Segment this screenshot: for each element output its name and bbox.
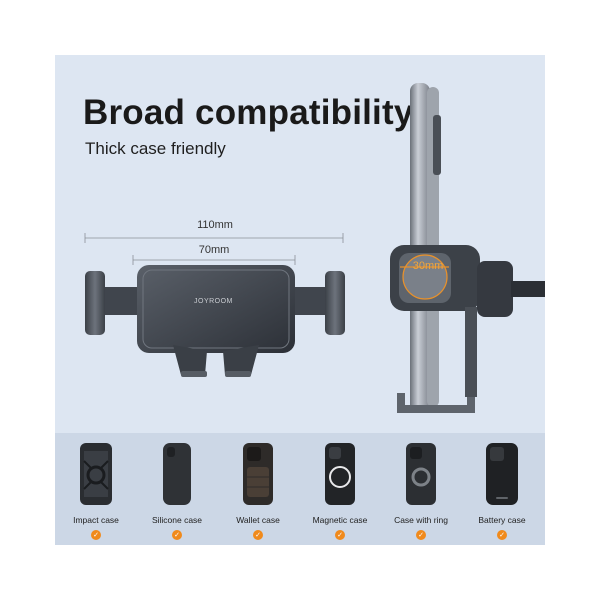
ring-case-icon bbox=[406, 443, 436, 505]
wallet-case-icon bbox=[243, 443, 273, 505]
check-icon: ✓ bbox=[91, 530, 101, 540]
page-title: Broad compatibility bbox=[83, 93, 414, 132]
case-label: Impact case bbox=[73, 515, 119, 525]
case-item-wallet: Wallet case ✓ bbox=[217, 433, 299, 545]
holder-front-view bbox=[85, 265, 345, 377]
battery-case-icon bbox=[486, 443, 518, 505]
case-item-magnetic: Magnetic case ✓ bbox=[299, 433, 381, 545]
check-icon: ✓ bbox=[497, 530, 507, 540]
impact-case-icon bbox=[80, 443, 112, 505]
case-item-battery: Battery case ✓ bbox=[461, 433, 543, 545]
check-icon: ✓ bbox=[416, 530, 426, 540]
case-label: Case with ring bbox=[394, 515, 448, 525]
dimension-lines bbox=[84, 233, 344, 265]
product-panel: Broad compatibility Thick case friendly … bbox=[55, 55, 545, 545]
brand-logo: JOYROOM bbox=[194, 298, 233, 305]
magnetic-case-icon bbox=[325, 443, 355, 505]
inner-width-label: 70mm bbox=[198, 244, 230, 256]
case-label: Magnetic case bbox=[312, 515, 368, 525]
case-compatibility-strip: Impact case ✓ Silicone case ✓ Wallet cas… bbox=[55, 433, 545, 545]
check-icon: ✓ bbox=[172, 530, 182, 540]
page-subtitle: Thick case friendly bbox=[85, 139, 226, 158]
case-label: Wallet case bbox=[236, 515, 280, 525]
clamp-depth-label: 30mm bbox=[412, 260, 444, 272]
case-item-impact: Impact case ✓ bbox=[55, 433, 137, 545]
case-item-silicone: Silicone case ✓ bbox=[136, 433, 218, 545]
silicone-case-icon bbox=[163, 443, 191, 505]
case-label: Battery case bbox=[478, 515, 526, 525]
check-icon: ✓ bbox=[335, 530, 345, 540]
case-label: Silicone case bbox=[151, 515, 203, 525]
holder-side-view bbox=[390, 83, 545, 413]
check-icon: ✓ bbox=[253, 530, 263, 540]
outer-width-label: 110mm bbox=[197, 219, 233, 231]
case-item-ring: Case with ring ✓ bbox=[380, 433, 462, 545]
